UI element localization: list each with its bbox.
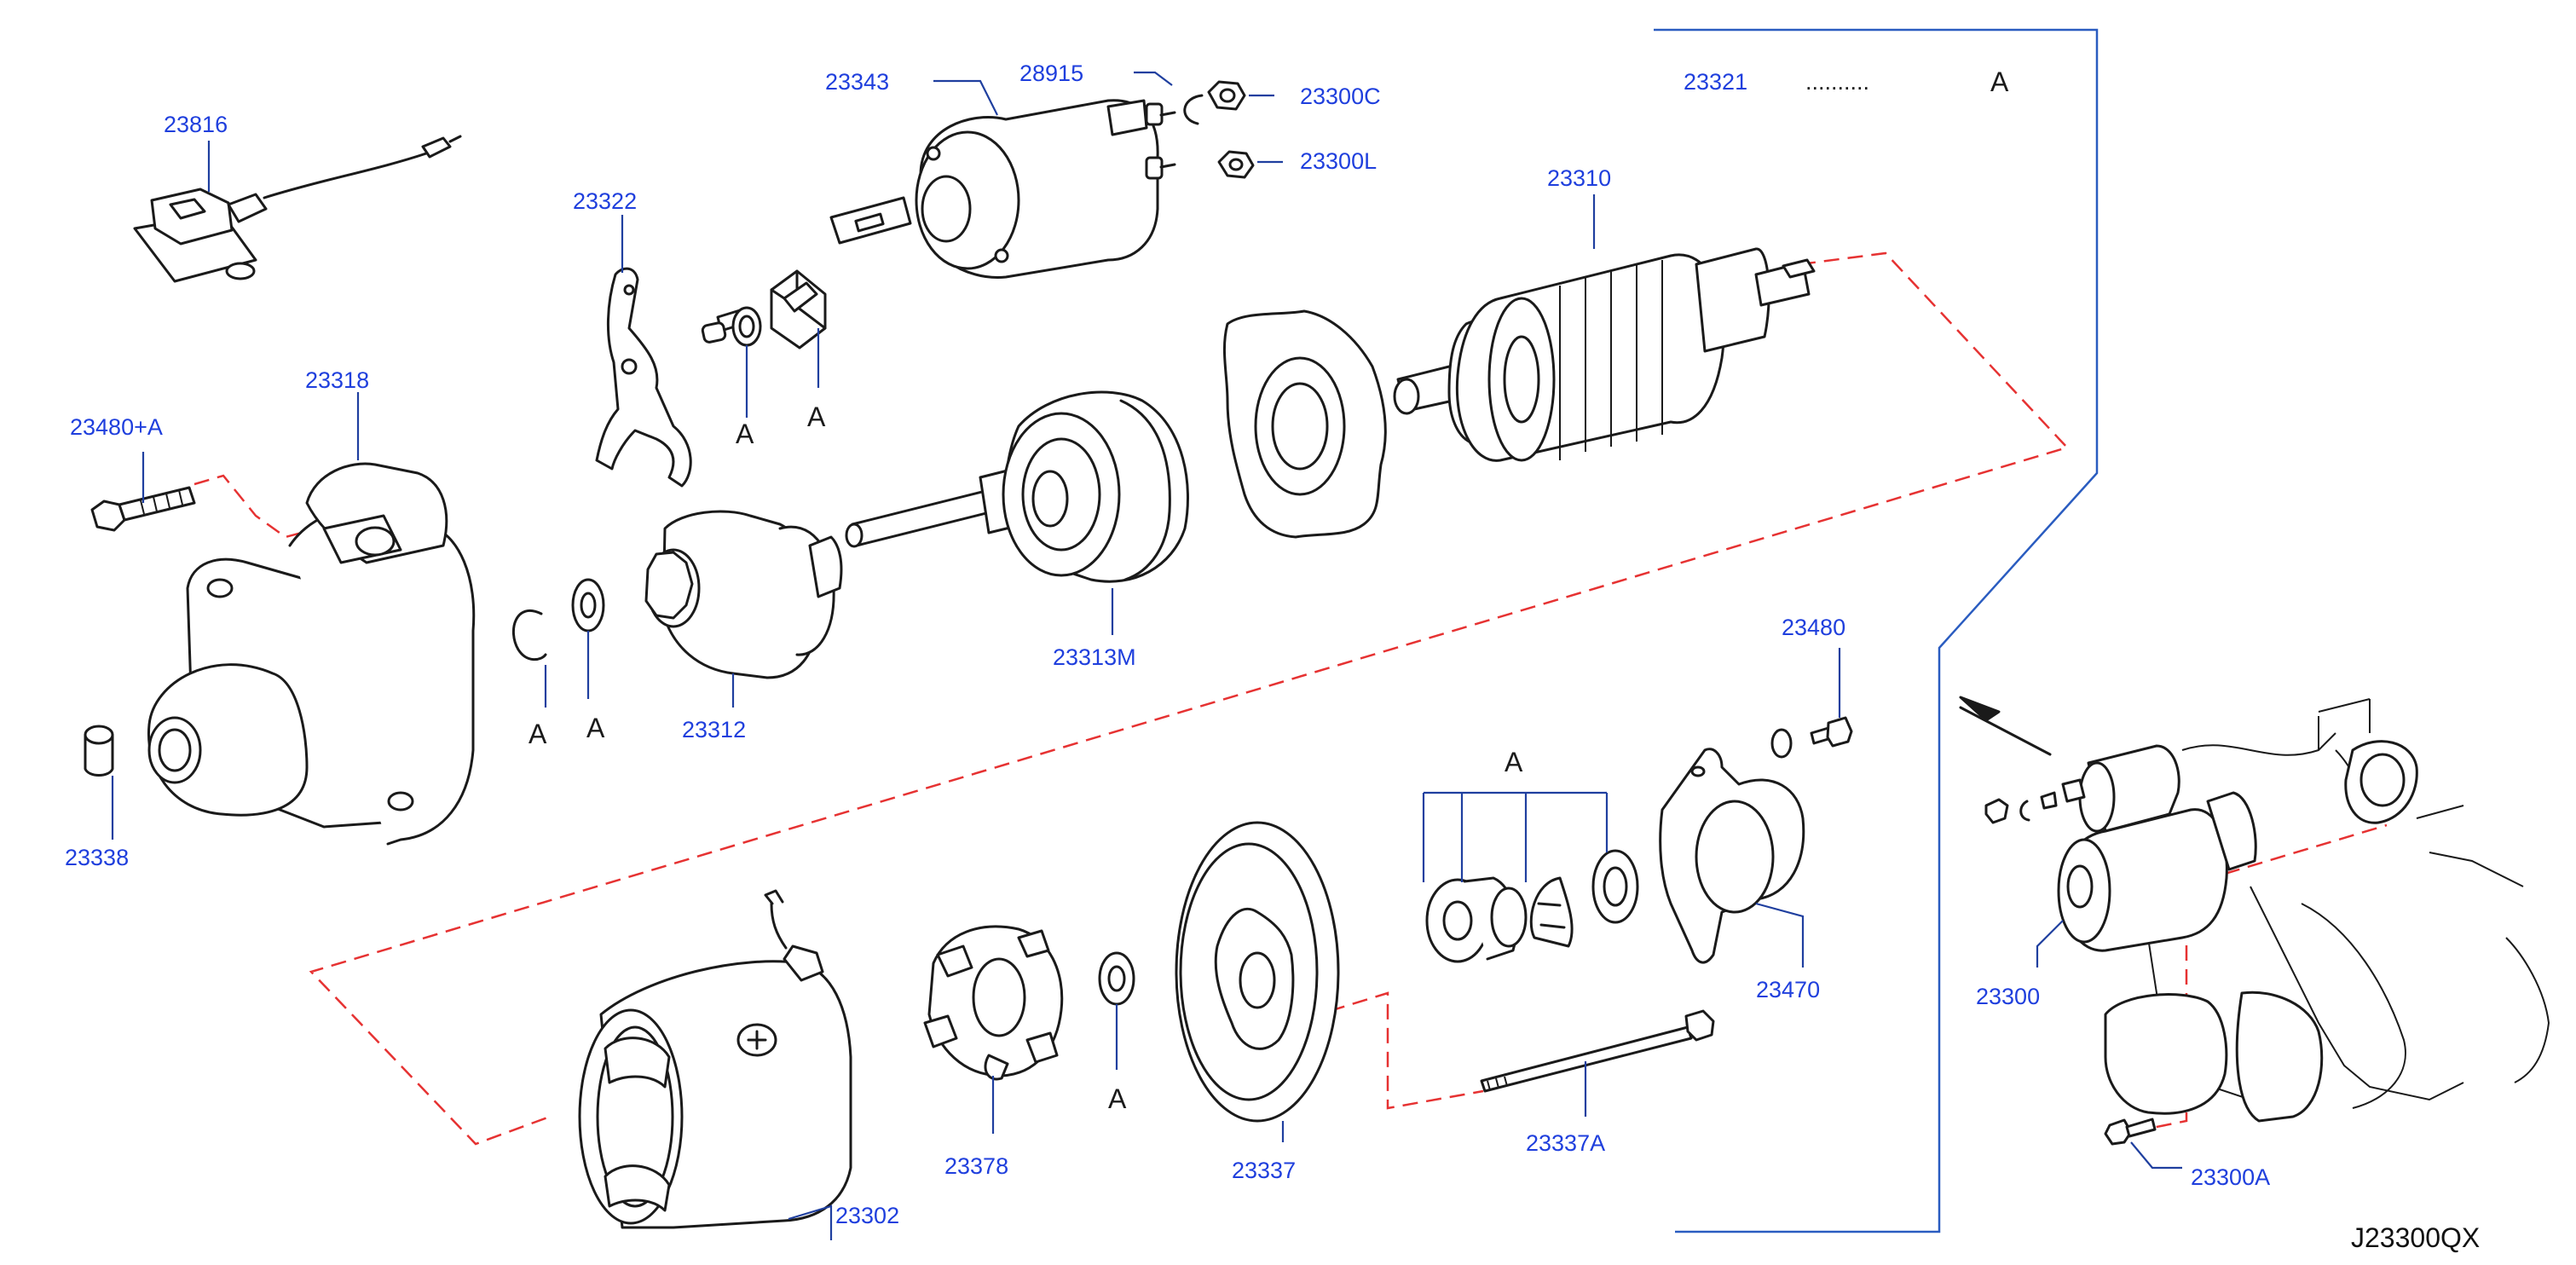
part-23337A-through-bolt	[1480, 1009, 1715, 1093]
inset-frame	[1654, 28, 2099, 1233]
diagram-id: J23300QX	[2351, 1222, 2480, 1253]
part-28915-clip	[1183, 94, 1204, 125]
callout-23337: 23337	[1232, 1158, 1296, 1183]
part-center-plate	[1222, 309, 1387, 539]
callout-23300: 23300	[1976, 984, 2040, 1009]
part-snap-ring	[511, 609, 547, 661]
legend-dots: ..........	[1805, 69, 1869, 95]
legend: 23321 .......... A	[1684, 66, 2009, 97]
callout-23322: 23322	[573, 188, 637, 214]
part-23816-sensor	[133, 135, 462, 283]
callout-23312: 23312	[682, 717, 746, 742]
direction-arrow-icon	[1959, 696, 2001, 722]
kit-ref-a-snap-ring: A	[528, 719, 547, 749]
kit-ref-a-pin: A	[736, 419, 754, 449]
part-23312-pinion-clutch	[644, 510, 843, 679]
part-stop-washer	[571, 578, 605, 632]
part-23302-yoke	[578, 889, 852, 1229]
callout-23318: 23318	[305, 367, 369, 393]
part-23318-gear-housing	[147, 462, 476, 846]
kit-ref-a-washer: A	[586, 713, 605, 743]
legend-code: 23321	[1684, 69, 1747, 95]
kit-ref-a-spacers: A	[1505, 747, 1523, 777]
part-23300C-nut	[1207, 80, 1246, 111]
part-plunger-pin	[701, 306, 762, 347]
part-23313M-shaft	[845, 390, 1189, 583]
callout-23337A: 23337A	[1526, 1130, 1605, 1156]
phantom-line-through-bolt	[1329, 991, 1484, 1110]
callout-23480: 23480	[1782, 615, 1845, 640]
callout-23302: 23302	[835, 1203, 899, 1228]
part-23310-armature	[1393, 247, 1816, 462]
part-23470-cover	[1659, 748, 1805, 964]
kit-ref-a-thrust-washer: A	[1108, 1083, 1127, 1114]
part-23337-rear-cover	[1175, 821, 1340, 1123]
leader-lines	[111, 71, 2182, 1240]
phantom-line-mount	[2224, 823, 2388, 875]
part-23338-bushing	[84, 725, 114, 777]
part-23343-solenoid	[829, 99, 1176, 279]
kit-ref-a-cap: A	[807, 401, 826, 432]
part-plunger-cap	[770, 269, 827, 349]
part-23322-lever	[595, 267, 692, 488]
callout-23378: 23378	[944, 1153, 1008, 1179]
part-23480A-bolt	[90, 486, 196, 532]
part-kit-spacers	[1425, 849, 1639, 963]
phantom-line-loop	[309, 251, 2070, 1146]
kit-ref-markers: A A A A A A	[528, 401, 1523, 1114]
inset-frame-line	[1654, 28, 2099, 1233]
callout-23343: 23343	[825, 69, 889, 95]
callout-23480A: 23480+A	[70, 414, 163, 440]
inset-engine-view	[1959, 696, 2550, 1146]
part-thrust-washer	[1098, 951, 1135, 1006]
callout-23313M: 23313M	[1053, 644, 1136, 670]
part-23378-brush-holder	[923, 925, 1064, 1081]
callout-23338: 23338	[65, 845, 129, 870]
callout-23470: 23470	[1756, 977, 1820, 1002]
callout-28915: 28915	[1019, 61, 1083, 86]
callout-labels: 23816 23343 28915 23300C 23300L 23310 23…	[65, 61, 2270, 1228]
part-23300L-nut	[1217, 150, 1255, 179]
part-23480-screw	[1810, 716, 1853, 748]
callout-23816: 23816	[164, 112, 228, 137]
callout-23300L: 23300L	[1300, 148, 1377, 174]
callout-23300A: 23300A	[2191, 1164, 2270, 1190]
callout-23310: 23310	[1547, 165, 1611, 191]
legend-ref: A	[1990, 66, 2009, 97]
phantom-line-mount-vertical	[2143, 874, 2188, 1131]
callout-23300C: 23300C	[1300, 84, 1381, 109]
part-o-ring	[1770, 728, 1793, 759]
